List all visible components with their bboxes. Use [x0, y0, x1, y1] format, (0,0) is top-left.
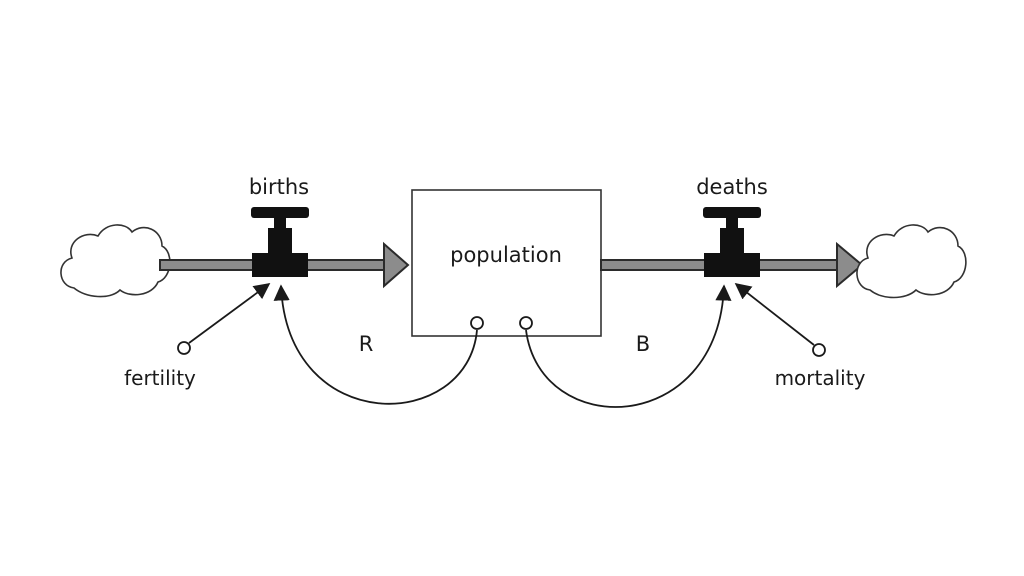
population-label: population	[450, 243, 562, 267]
reinforcing-loop-label: R	[359, 332, 374, 356]
fertility-link	[177, 283, 271, 355]
births-valve-icon	[251, 207, 309, 277]
deaths-valve-icon	[703, 207, 761, 277]
deaths-label: deaths	[696, 175, 768, 199]
population-stock	[411, 189, 602, 337]
source-cloud-icon	[60, 224, 171, 298]
births-label: births	[249, 175, 309, 199]
sink-cloud-icon	[856, 224, 967, 299]
reinforcing-loop-arc	[273, 284, 484, 405]
mortality-link	[734, 283, 826, 357]
balancing-loop-label: B	[636, 332, 650, 356]
balancing-loop-arc	[519, 284, 732, 408]
fertility-label: fertility	[124, 366, 196, 390]
mortality-label: mortality	[775, 366, 866, 390]
